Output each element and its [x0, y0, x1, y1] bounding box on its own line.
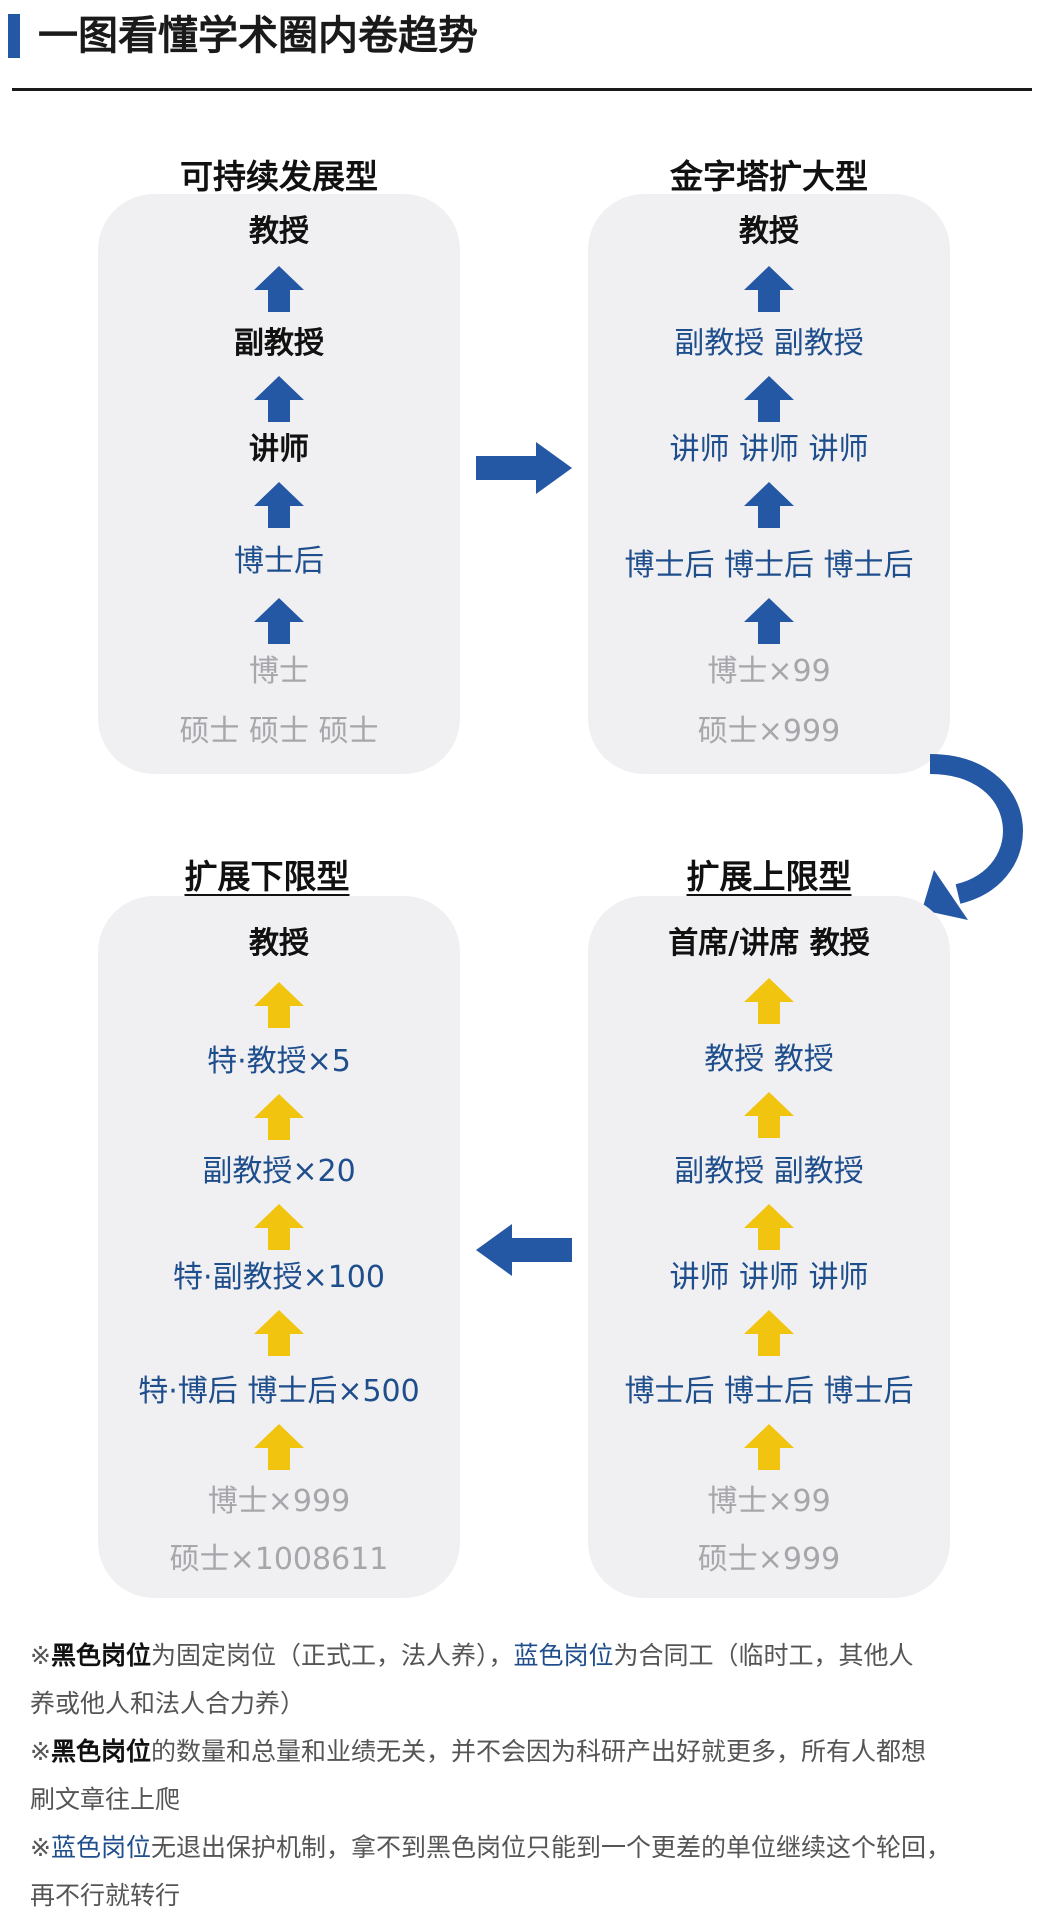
level-associate-professor: 副教授×20 [202, 1154, 356, 1189]
level-special-associate-professor: 特·副教授×100 [173, 1260, 385, 1295]
up-arrow-icon [744, 598, 794, 644]
panel-card-lower: 教授 特·教授×5 副教授×20 特·副教授×100 特·博后 博士后×500 … [98, 896, 460, 1598]
note-2: ※黑色岗位的数量和总量和业绩无关，并不会因为科研产出好就更多，所有人都想刷文章往… [30, 1728, 1020, 1824]
level-postdoc: 博士后 博士后 博士后 [624, 1374, 914, 1409]
right-arrow-icon [476, 442, 572, 494]
level-chair-professor: 首席/讲席 教授 [668, 926, 870, 961]
level-professor: 教授 [739, 214, 799, 249]
page-title: 一图看懂学术圈内卷趋势 [38, 13, 478, 59]
up-arrow-icon [254, 482, 304, 528]
keyword-black-post: 黑色岗位 [50, 1641, 151, 1670]
note-mark: ※ [30, 1641, 51, 1670]
level-phd: 博士×99 [707, 1484, 831, 1519]
up-arrow-icon [254, 982, 304, 1028]
level-master: 硕士×1008611 [169, 1542, 389, 1577]
up-arrow-icon [744, 1204, 794, 1250]
level-associate-professor: 副教授 副教授 [674, 1154, 864, 1189]
level-master: 硕士×999 [697, 714, 841, 749]
curved-arrow-icon [922, 754, 1023, 920]
up-arrow-icon [254, 1094, 304, 1140]
level-associate-professor: 副教授 副教授 [674, 326, 864, 361]
panel-title-sustainable: 可持续发展型 [180, 157, 378, 196]
panel-title-pyramid: 金字塔扩大型 [670, 157, 868, 196]
up-arrow-icon [744, 482, 794, 528]
level-master: 硕士 硕士 硕士 [179, 714, 379, 749]
note-text: 养或他人和法人合力养） [30, 1689, 306, 1718]
level-associate-professor: 副教授 [234, 326, 324, 361]
notes-section: ※黑色岗位为固定岗位（正式工，法人养），蓝色岗位为合同工（临时工，其他人养或他人… [30, 1632, 1020, 1920]
up-arrow-icon [744, 1310, 794, 1356]
level-phd: 博士×999 [207, 1484, 351, 1519]
panel-card-sustainable: 教授 副教授 讲师 博士后 博士 硕士 硕士 硕士 [98, 194, 460, 774]
up-arrow-icon [744, 1424, 794, 1470]
up-arrow-icon [254, 598, 304, 644]
level-phd: 博士 [249, 654, 309, 689]
level-professor: 教授 [249, 214, 309, 249]
title-accent-bar [8, 14, 20, 58]
note-3: ※蓝色岗位无退出保护机制，拿不到黑色岗位只能到一个更差的单位继续这个轮回， 再不行… [30, 1824, 1020, 1920]
up-arrow-icon [254, 1204, 304, 1250]
panel-title-lower: 扩展下限型 [184, 857, 350, 896]
keyword-black-post: 黑色岗位 [50, 1737, 151, 1766]
note-1: ※黑色岗位为固定岗位（正式工，法人养），蓝色岗位为合同工（临时工，其他人养或他人… [30, 1632, 1020, 1728]
up-arrow-icon [254, 1310, 304, 1356]
up-arrow-icon [744, 978, 794, 1024]
level-lecturer: 讲师 讲师 讲师 [669, 1260, 869, 1295]
keyword-blue-post: 蓝色岗位 [513, 1641, 614, 1670]
level-special-professor: 特·教授×5 [207, 1044, 351, 1079]
panel-title-upper: 扩展上限型 [686, 857, 852, 896]
panel-card-pyramid: 教授 副教授 副教授 讲师 讲师 讲师 博士后 博士后 博士后 博士×99 硕士… [588, 194, 950, 774]
level-lecturer: 讲师 [249, 432, 309, 467]
up-arrow-icon [744, 266, 794, 312]
level-master: 硕士×999 [697, 1542, 841, 1577]
level-professor: 教授 教授 [704, 1042, 834, 1077]
up-arrow-icon [254, 376, 304, 422]
note-text: 再不行就转行 [30, 1881, 181, 1910]
level-phd: 博士×99 [707, 654, 831, 689]
note-text: 为合同工（临时工，其他人 [613, 1641, 914, 1670]
up-arrow-icon [254, 1424, 304, 1470]
note-text: 的数量和总量和业绩无关，并不会因为科研产出好就更多，所有人都想 [150, 1737, 926, 1766]
note-mark: ※ [30, 1737, 51, 1766]
note-mark: ※ [30, 1833, 51, 1862]
keyword-blue-post: 蓝色岗位 [50, 1833, 151, 1862]
up-arrow-icon [744, 376, 794, 422]
level-lecturer: 讲师 讲师 讲师 [669, 432, 869, 467]
note-text: 无退出保护机制，拿不到黑色岗位只能到一个更差的单位继续这个轮回， [150, 1833, 951, 1862]
level-professor: 教授 [249, 926, 309, 961]
note-text: 为固定岗位（正式工，法人养）， [150, 1641, 514, 1670]
note-text: 刷文章往上爬 [30, 1785, 181, 1814]
level-postdoc: 特·博后 博士后×500 [138, 1374, 420, 1409]
up-arrow-icon [744, 1092, 794, 1138]
title-divider [12, 88, 1032, 91]
level-postdoc: 博士后 博士后 博士后 [624, 548, 914, 583]
panel-card-upper: 首席/讲席 教授 教授 教授 副教授 副教授 讲师 讲师 讲师 博士后 博士后 … [588, 896, 950, 1598]
up-arrow-icon [254, 266, 304, 312]
level-postdoc: 博士后 [234, 544, 324, 579]
left-arrow-icon [476, 1224, 572, 1276]
